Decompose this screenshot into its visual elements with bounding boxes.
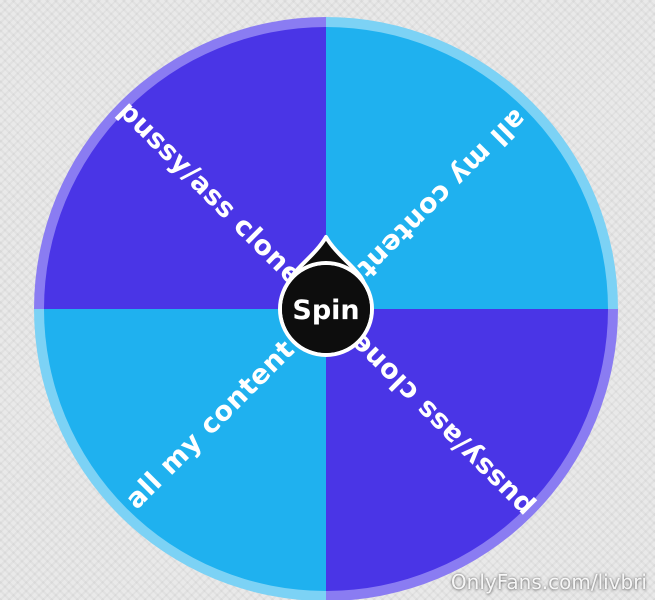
spin-button-fill[interactable] (282, 265, 370, 353)
spin-button-label[interactable]: Spin (292, 295, 359, 326)
wheel-segment-3[interactable] (44, 309, 326, 591)
wheel-segment-0[interactable] (44, 27, 326, 309)
wheel-segment-2[interactable] (326, 309, 608, 591)
watermark: OnlyFans.com/livbri (450, 570, 647, 594)
spin-button[interactable]: Spin (278, 235, 374, 357)
wheel-segment-1[interactable] (326, 27, 608, 309)
